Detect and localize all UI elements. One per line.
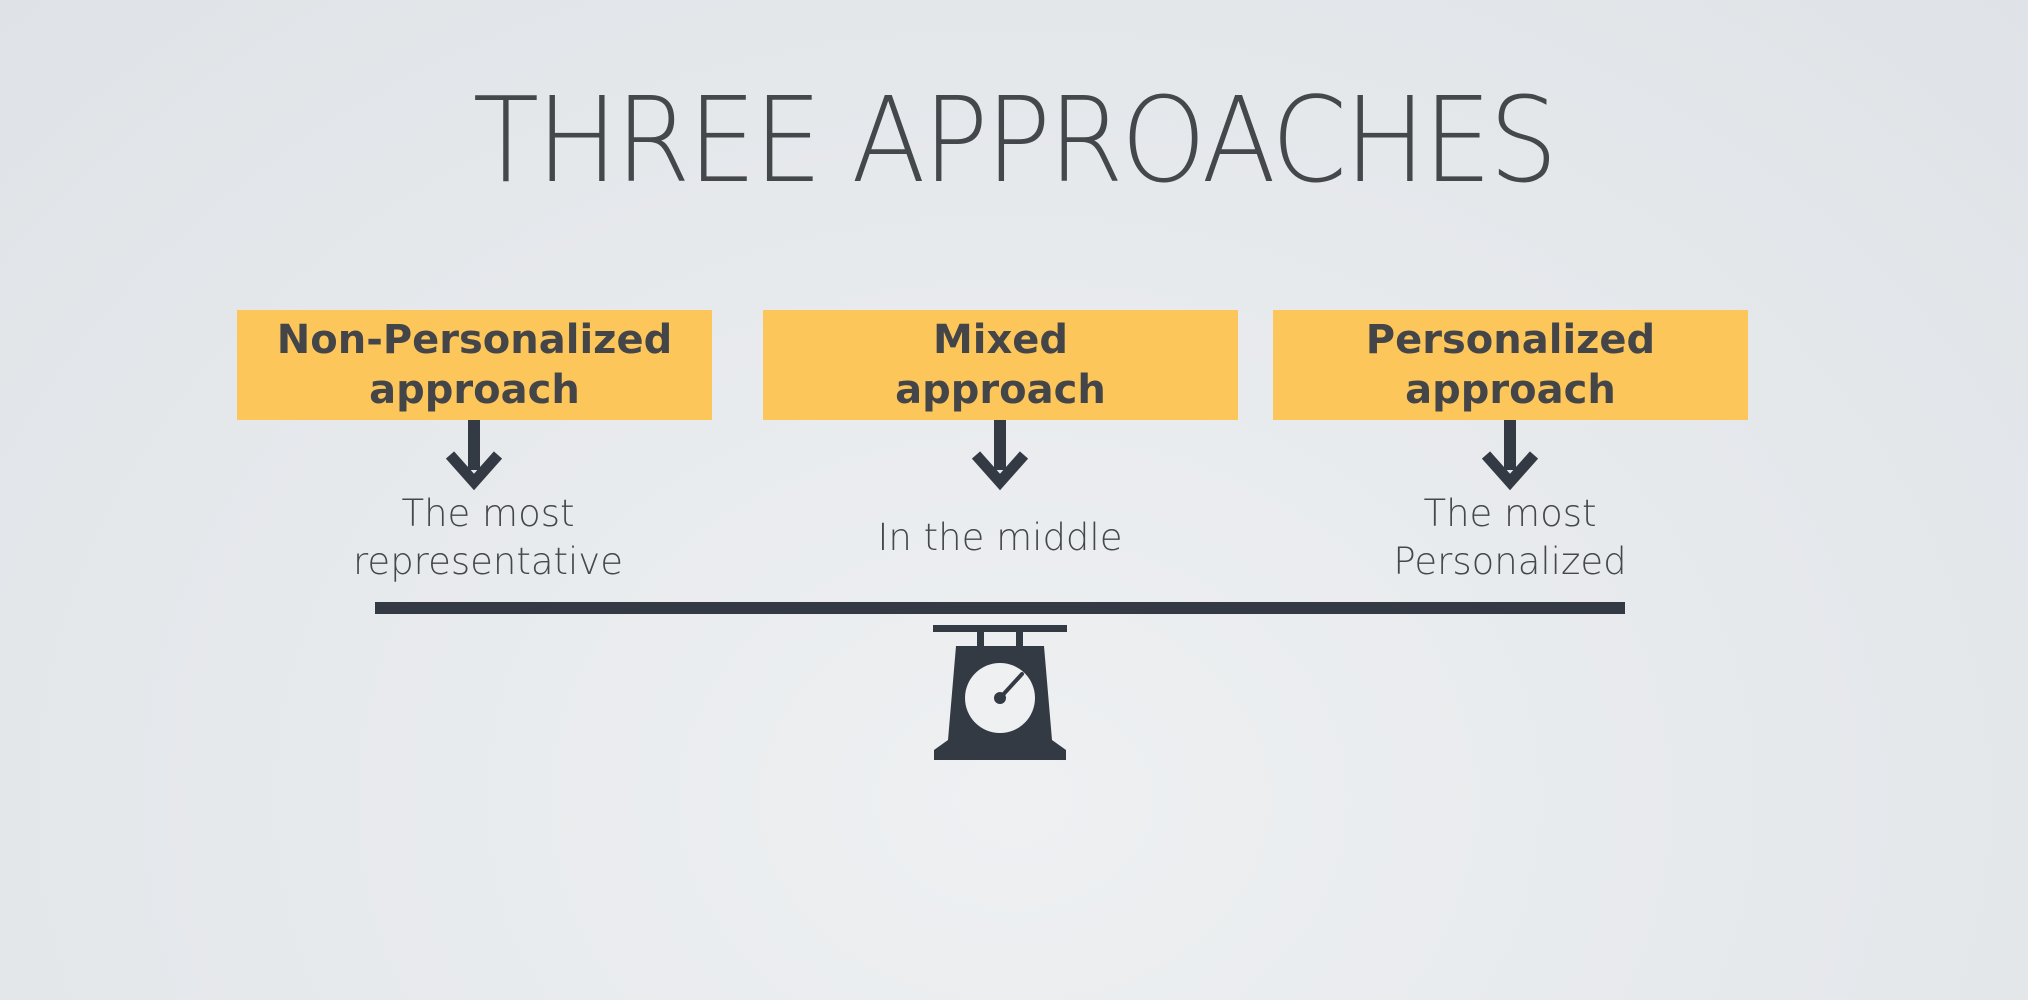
approach-description: The most Personalized (1393, 492, 1627, 583)
approach-label: Personalized approach (1365, 317, 1656, 413)
personalized-approach-box: Personalized approach (1273, 310, 1748, 420)
approach-label: Mixed approach (895, 317, 1106, 413)
arrow-down-icon (1481, 420, 1539, 491)
approach-description: In the middle (877, 516, 1123, 559)
arrow-down-icon (445, 420, 503, 491)
balance-beam (375, 602, 1625, 614)
mixed-approach-box: Mixed approach (763, 310, 1238, 420)
arrow-down-icon (971, 420, 1029, 491)
weighing-scale-icon (933, 625, 1067, 760)
approach-label: Non-Personalized approach (276, 317, 673, 413)
approach-description: The most representative (353, 492, 623, 583)
slide-title: THREE APPROACHES (472, 71, 1558, 209)
non-personalized-approach-box: Non-Personalized approach (237, 310, 712, 420)
